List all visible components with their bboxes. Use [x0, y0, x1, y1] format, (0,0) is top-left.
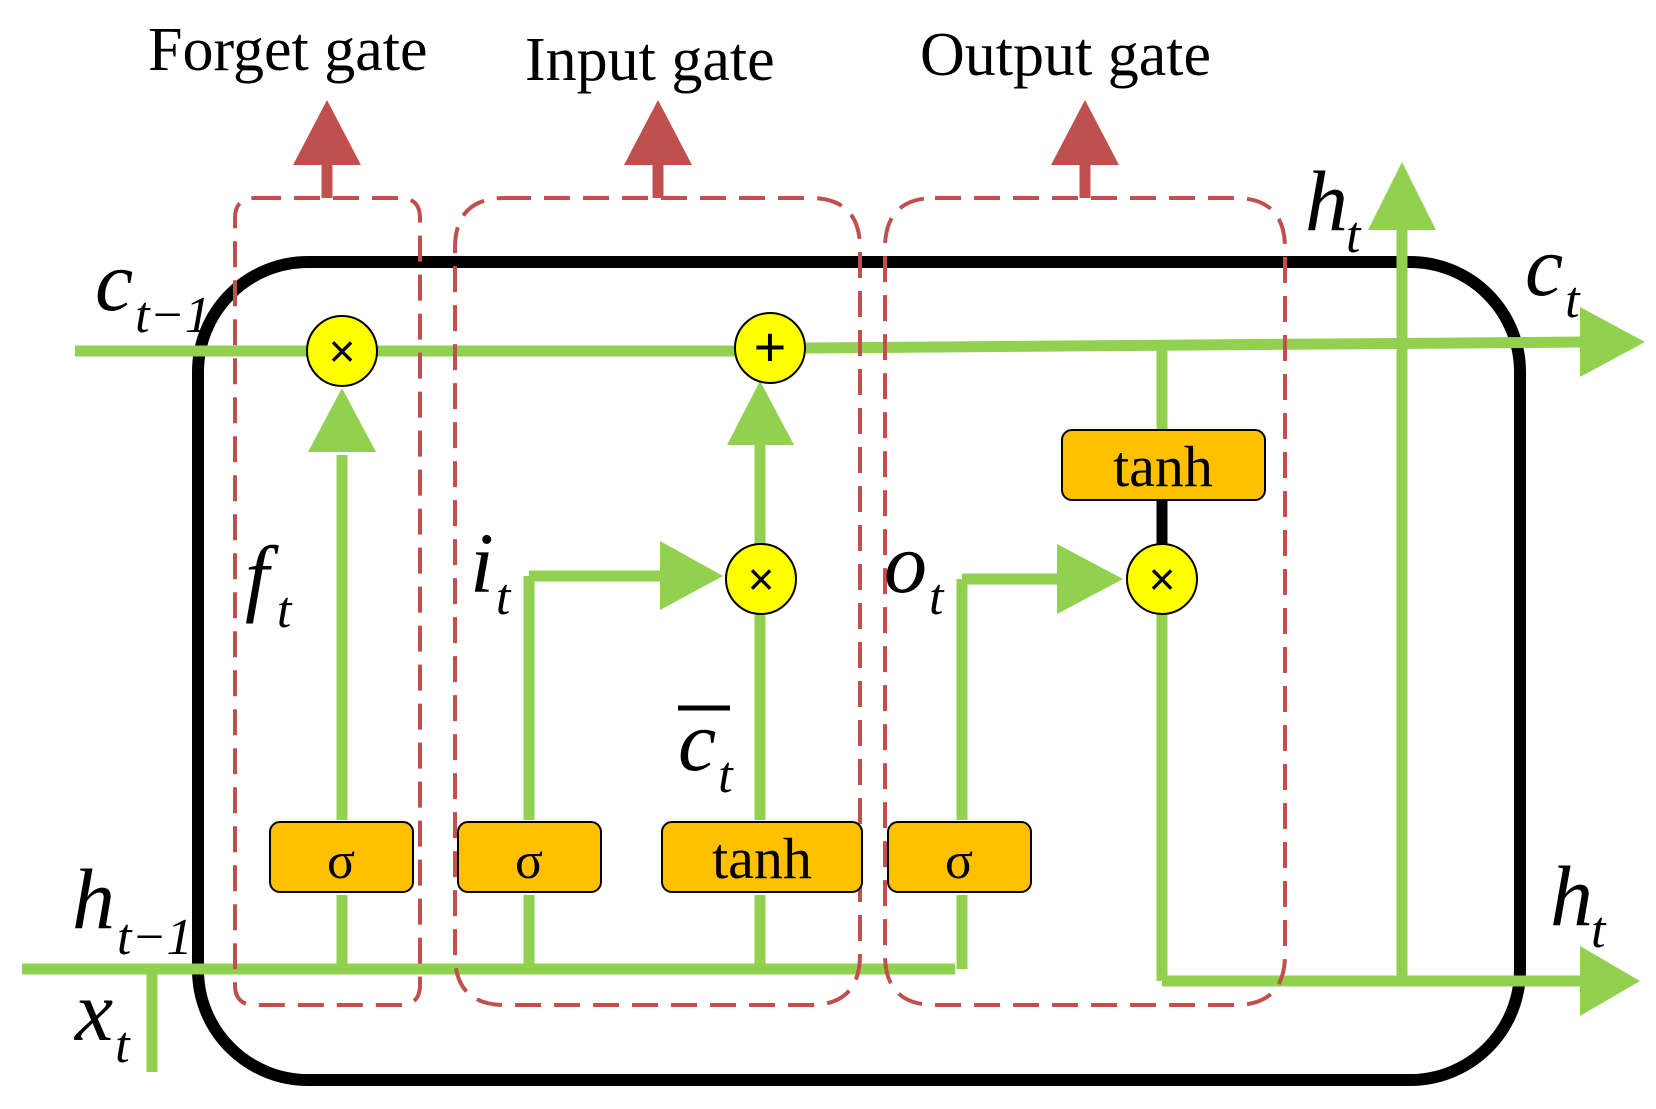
sigma-input-label: σ [515, 833, 543, 890]
arrowhead-ht-right [1580, 946, 1640, 1016]
tanh-output-box [1061, 429, 1266, 501]
c-tilde-label: ct [678, 693, 734, 804]
output-multiply-op [1126, 543, 1198, 615]
flow-lines [22, 225, 1586, 1072]
forget-gate-label: Forget gate [148, 16, 428, 84]
sigma-output-label: σ [945, 833, 973, 890]
o-label: ot [884, 515, 945, 626]
gate-arrows [293, 100, 1119, 198]
h-top-label: ht [1305, 153, 1362, 264]
input-gate-box [453, 196, 862, 1007]
forget-gate-arrow [293, 100, 361, 165]
input-gate-label: Input gate [525, 26, 775, 94]
output-gate-label: Output gate [920, 21, 1211, 89]
i-label: it [470, 515, 512, 626]
tanh-input-label: tanh [712, 826, 812, 891]
arrowhead-ct-right [1580, 307, 1645, 377]
output-gate-arrow [1051, 100, 1119, 165]
arrowhead-output-right [1057, 544, 1123, 614]
cell-add-op [734, 312, 806, 384]
sigma-output-box [887, 821, 1032, 893]
tanh-output-label: tanh [1113, 434, 1213, 499]
input-multiply-symbol: × [748, 553, 775, 605]
input-gate-arrow [624, 100, 692, 165]
tanh-input-box [661, 821, 863, 893]
output-gate-box [883, 196, 1287, 1007]
cell-add-symbol: + [754, 315, 787, 378]
arrowhead-ht-up [1368, 162, 1436, 230]
arrowhead-input-up [727, 381, 794, 445]
forget-gate-box [233, 196, 422, 1007]
h-right-label: ht [1550, 848, 1607, 959]
h-prev-label: ht−1 [72, 851, 193, 966]
sigma-forget-box [269, 821, 414, 893]
output-multiply-symbol: × [1149, 553, 1176, 605]
c-prev-label: ct−1 [95, 233, 211, 344]
arrowhead-input-right [660, 541, 723, 610]
c-out-label: ct [1525, 218, 1581, 329]
sigma-forget-label: σ [327, 833, 355, 890]
flow-arrowheads [308, 162, 1645, 1016]
operators: × + × × [306, 312, 1198, 615]
forget-multiply-symbol: × [329, 325, 356, 377]
arrowhead-forget-up [308, 388, 376, 452]
activation-boxes: σ σ tanh σ tanh [269, 429, 1266, 893]
forget-multiply-op [306, 315, 378, 387]
sigma-input-box [457, 821, 602, 893]
gate-boxes [233, 196, 1287, 1007]
input-multiply-op [725, 543, 797, 615]
x-input-label: xt [73, 963, 131, 1074]
